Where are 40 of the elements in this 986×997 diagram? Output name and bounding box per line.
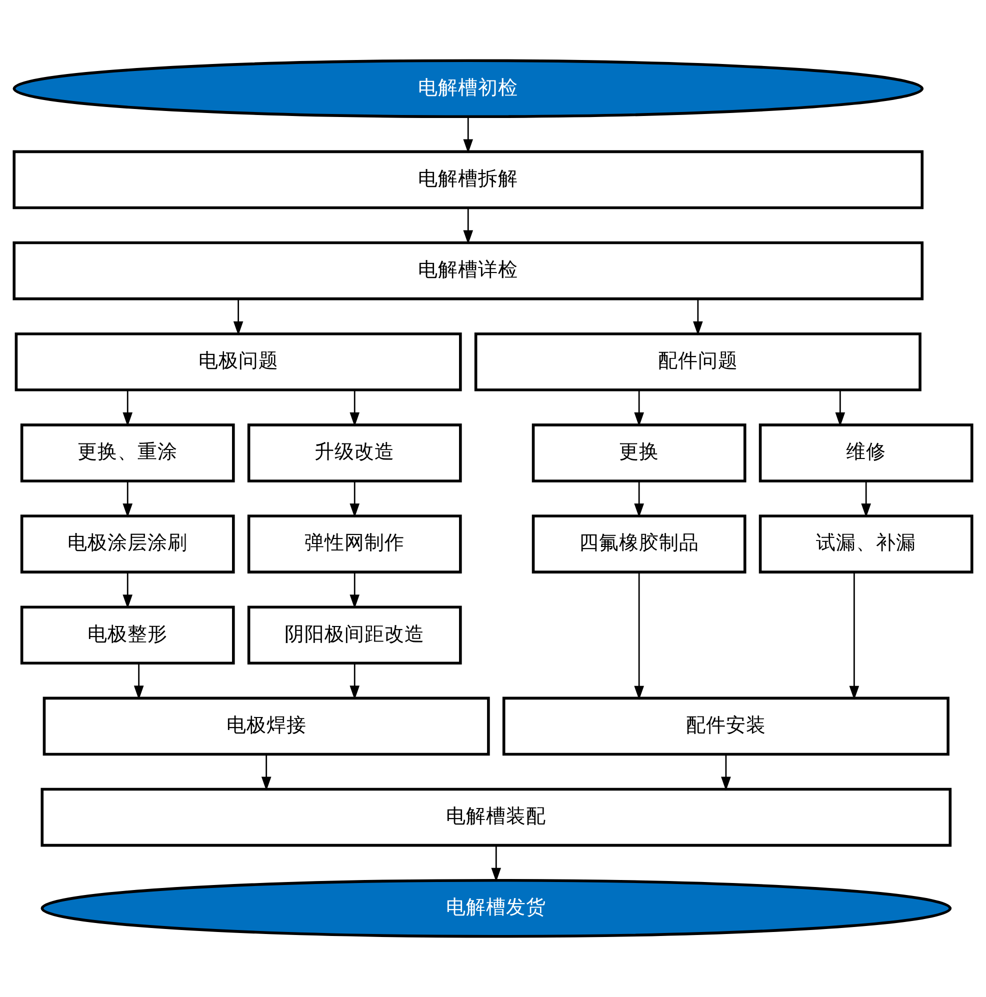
- arrow: [693, 299, 703, 336]
- arrow: [350, 390, 360, 426]
- node-box: 配件问题: [474, 332, 922, 392]
- arrow: [122, 390, 133, 426]
- arrow: [721, 754, 731, 791]
- arrow: [350, 572, 360, 609]
- arrow: [350, 663, 360, 700]
- arrow: [861, 481, 871, 518]
- arrow: [122, 481, 133, 518]
- arrow: [463, 208, 474, 244]
- node-box: 电极焊接: [42, 696, 490, 756]
- arrow: [491, 846, 502, 882]
- node-box: 弹性网制作: [247, 514, 462, 574]
- node-box: 电极涂层涂刷: [20, 514, 235, 574]
- node-box: 阴阳极间距改造: [247, 606, 462, 665]
- node-box: 更换、重涂: [20, 424, 235, 482]
- node-box: 维修: [758, 424, 974, 482]
- arrow: [634, 390, 644, 426]
- arrow: [233, 299, 244, 336]
- arrow: [134, 663, 144, 700]
- arrow: [849, 572, 860, 700]
- node-box: 电极整形: [20, 606, 235, 665]
- arrow: [835, 390, 846, 426]
- node-box: 试漏、补漏: [758, 514, 974, 574]
- node-ellipse: 电解槽发货: [40, 878, 952, 938]
- arrow: [122, 572, 133, 609]
- node-box: 电解槽详检: [12, 241, 924, 300]
- arrow: [634, 481, 644, 518]
- arrow: [634, 572, 644, 700]
- arrow: [261, 754, 272, 791]
- node-box: 配件安装: [502, 696, 950, 756]
- arrow: [463, 116, 474, 154]
- node-box: 四氟橡胶制品: [532, 514, 746, 574]
- arrow: [350, 481, 360, 518]
- node-ellipse: 电解槽初检: [12, 59, 924, 118]
- node-box: 升级改造: [247, 424, 462, 482]
- node-box: 更换: [532, 424, 746, 482]
- node-box: 电极问题: [14, 332, 462, 392]
- node-box: 电解槽装配: [40, 788, 952, 847]
- node-box: 电解槽拆解: [12, 150, 924, 210]
